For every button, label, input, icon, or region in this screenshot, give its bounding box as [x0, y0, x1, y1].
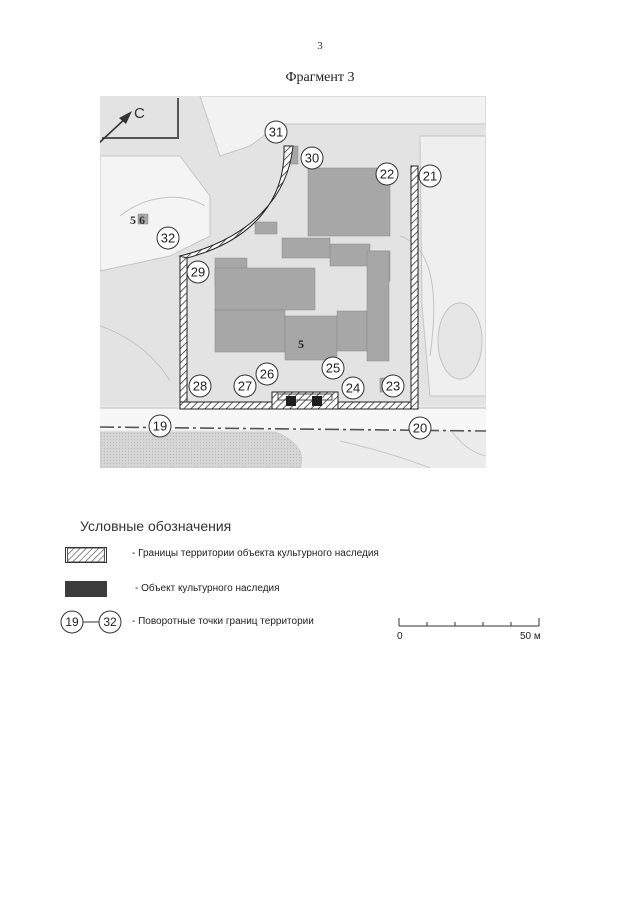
turning-point-circle	[418, 164, 442, 188]
turning-point-25: 25	[321, 356, 345, 380]
building	[329, 243, 371, 267]
points-range-from: 19	[65, 615, 79, 629]
parcel-label-center: 5	[298, 337, 304, 351]
turning-point-label: 26	[260, 367, 274, 382]
legend-boundary-text: - Границы территории объекта культурного…	[132, 548, 379, 559]
building	[214, 309, 286, 353]
building	[254, 221, 278, 235]
scale-start-label: 0	[397, 631, 403, 642]
turning-point-26: 26	[255, 362, 279, 386]
turning-points-swatch: 19 32	[60, 610, 122, 634]
roundabout	[437, 302, 483, 380]
turning-point-31: 31	[264, 120, 288, 144]
building	[366, 250, 390, 362]
boundary-hatch-swatch	[65, 547, 107, 563]
fragment-title: Фрагмент 3	[285, 70, 355, 85]
scale-bar: 0 50 м	[397, 612, 548, 646]
road-left	[100, 155, 211, 272]
axis-line	[100, 426, 486, 432]
curb-line	[339, 440, 431, 468]
turning-point-circle	[186, 260, 210, 284]
heritage-object-swatch	[65, 581, 107, 597]
building	[336, 310, 368, 352]
building	[137, 213, 149, 225]
turning-point-circle	[300, 146, 324, 170]
curb-line	[399, 235, 435, 357]
building	[281, 237, 331, 259]
turning-point-circle	[156, 226, 180, 250]
building	[214, 267, 316, 311]
turning-point-label: 27	[238, 379, 252, 394]
turning-points: 19 20 21 22 23 24 25 26 27 28 29 30 31 32	[148, 120, 442, 440]
turning-point-24: 24	[341, 376, 365, 400]
turning-point-circle	[375, 162, 399, 186]
boundary-south	[179, 401, 273, 410]
north-label: С	[134, 105, 145, 122]
legend-item-heritage-object: - Объект культурного наследия	[0, 580, 640, 604]
curb-line	[100, 325, 171, 382]
turning-point-label: 32	[161, 231, 175, 246]
turning-point-28: 28	[188, 374, 212, 398]
turning-point-30: 30	[300, 146, 324, 170]
legend-item-turning-points: 19 32 - Поворотные точки границ территор…	[0, 610, 640, 634]
turning-point-circle	[148, 414, 172, 438]
turning-point-32: 32	[156, 226, 180, 250]
north-arrow-icon	[119, 111, 132, 124]
turning-point-label: 25	[326, 361, 340, 376]
turning-point-20: 20	[408, 416, 432, 440]
curb-line	[119, 196, 206, 217]
scale-end-label: 50 м	[520, 631, 541, 642]
dotted-area	[100, 431, 302, 468]
turning-point-circle	[188, 374, 212, 398]
boundary-gate	[271, 391, 339, 410]
turning-point-circle	[321, 356, 345, 380]
street	[100, 408, 486, 430]
turning-point-23: 23	[381, 374, 405, 398]
corner-frame	[102, 98, 179, 139]
legend-heritage-text: - Объект культурного наследия	[135, 583, 280, 594]
turning-point-22: 22	[375, 162, 399, 186]
turning-point-label: 19	[153, 419, 167, 434]
legend-item-boundary: - Границы территории объекта культурного…	[0, 545, 640, 569]
turning-point-label: 20	[413, 421, 427, 436]
turning-point-29: 29	[186, 260, 210, 284]
turning-point-label: 22	[380, 167, 394, 182]
turning-point-circle	[381, 374, 405, 398]
turning-point-circle	[233, 374, 257, 398]
turning-point-circle	[255, 362, 279, 386]
building	[307, 167, 391, 237]
turning-point-circle	[264, 120, 288, 144]
site-map: С 5 6 5 19 20 21 22 23 24 25 26 27 28 29 30 31 32	[100, 96, 486, 468]
page-number: 3	[317, 40, 323, 52]
turning-point-label: 28	[193, 379, 207, 394]
turning-point-label: 31	[269, 125, 283, 140]
boundary-south	[337, 401, 419, 410]
turning-point-27: 27	[233, 374, 257, 398]
turning-point-circle	[341, 376, 365, 400]
building	[284, 315, 338, 361]
turning-point-label: 29	[191, 265, 205, 280]
turning-point-label: 21	[423, 169, 437, 184]
boundary-west	[179, 255, 188, 403]
buildings	[137, 145, 395, 393]
heritage-object	[286, 396, 296, 406]
legend-title: Условные обозначения	[80, 518, 232, 534]
points-range-to: 32	[103, 615, 117, 629]
turning-point-label: 30	[305, 151, 319, 166]
parcel-label-left: 5 6	[130, 213, 145, 227]
turning-point-label: 24	[346, 381, 360, 396]
turning-point-circle	[408, 416, 432, 440]
boundary-arc	[178, 145, 294, 259]
turning-point-19: 19	[148, 414, 172, 438]
gate-inner	[277, 393, 333, 401]
boundary-east	[410, 165, 419, 410]
legend-turning-points-text: - Поворотные точки границ территории	[132, 616, 314, 627]
turning-point-label: 23	[386, 379, 400, 394]
turning-point-21: 21	[418, 164, 442, 188]
heritage-object	[312, 396, 322, 406]
